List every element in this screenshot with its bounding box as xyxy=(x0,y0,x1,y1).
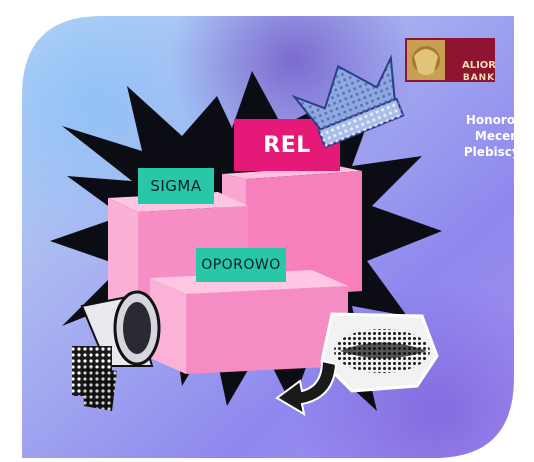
rel-label: REL xyxy=(263,132,311,158)
sigma-label-bg xyxy=(138,168,214,204)
lips-collage xyxy=(320,312,439,393)
crown xyxy=(291,54,405,149)
sigma-label: SIGMA xyxy=(150,177,202,195)
patron-text: Honorowy Mecenas Plebiscytu xyxy=(424,112,534,160)
arrow xyxy=(275,359,338,417)
patron-line-1: Honorowy xyxy=(465,113,534,127)
brand-line2: BANK xyxy=(462,73,496,83)
megaphone xyxy=(72,290,161,411)
brand-name: ALIOR BANK xyxy=(449,60,509,84)
patron-line-3: Plebiscytu xyxy=(463,145,534,159)
illustration xyxy=(22,16,514,458)
oporowo-label-bg xyxy=(196,248,286,282)
promo-card: REL SIGMA OPOROWO ALIOR BANK Honorowy Me… xyxy=(22,16,534,458)
patron-line-2: Mecenas xyxy=(474,129,534,143)
oporowo-label: OPOROWO xyxy=(201,257,281,273)
brand-line1: ALIOR xyxy=(461,60,497,71)
alior-bank-logo xyxy=(405,38,495,82)
